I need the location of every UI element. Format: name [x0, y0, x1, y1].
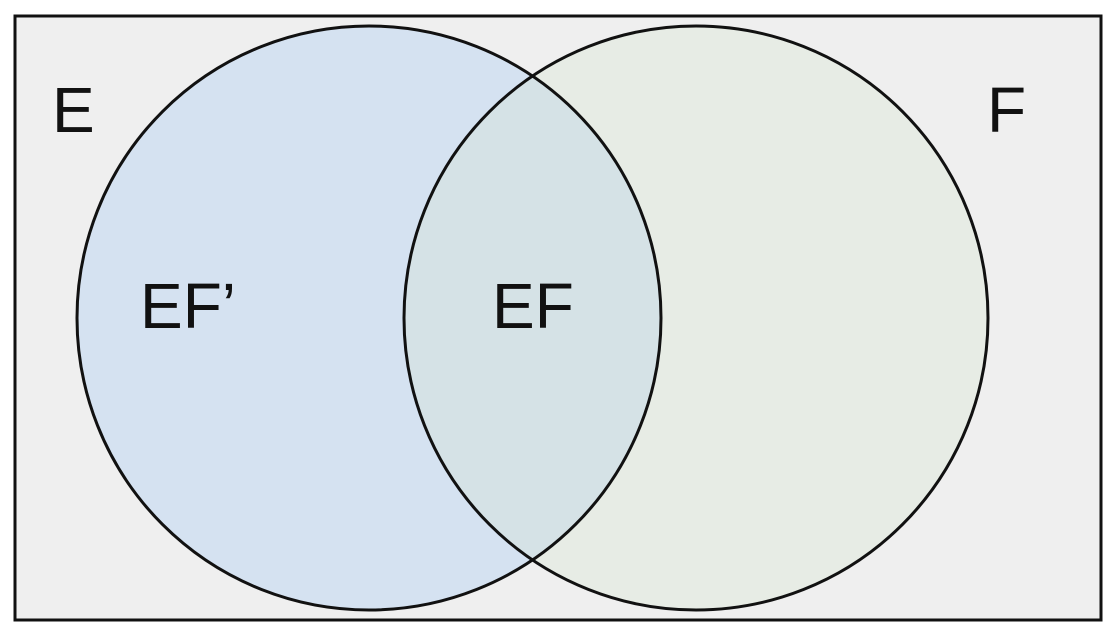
set-f-outline [402, 24, 990, 612]
set-f-label: F [987, 74, 1026, 146]
set-e-outline [75, 24, 663, 612]
set-e-label: E [52, 74, 95, 146]
intersection-region [404, 26, 661, 610]
region-intersection-label: EF [492, 270, 574, 342]
region-e-only-label: EF’ [140, 270, 236, 342]
